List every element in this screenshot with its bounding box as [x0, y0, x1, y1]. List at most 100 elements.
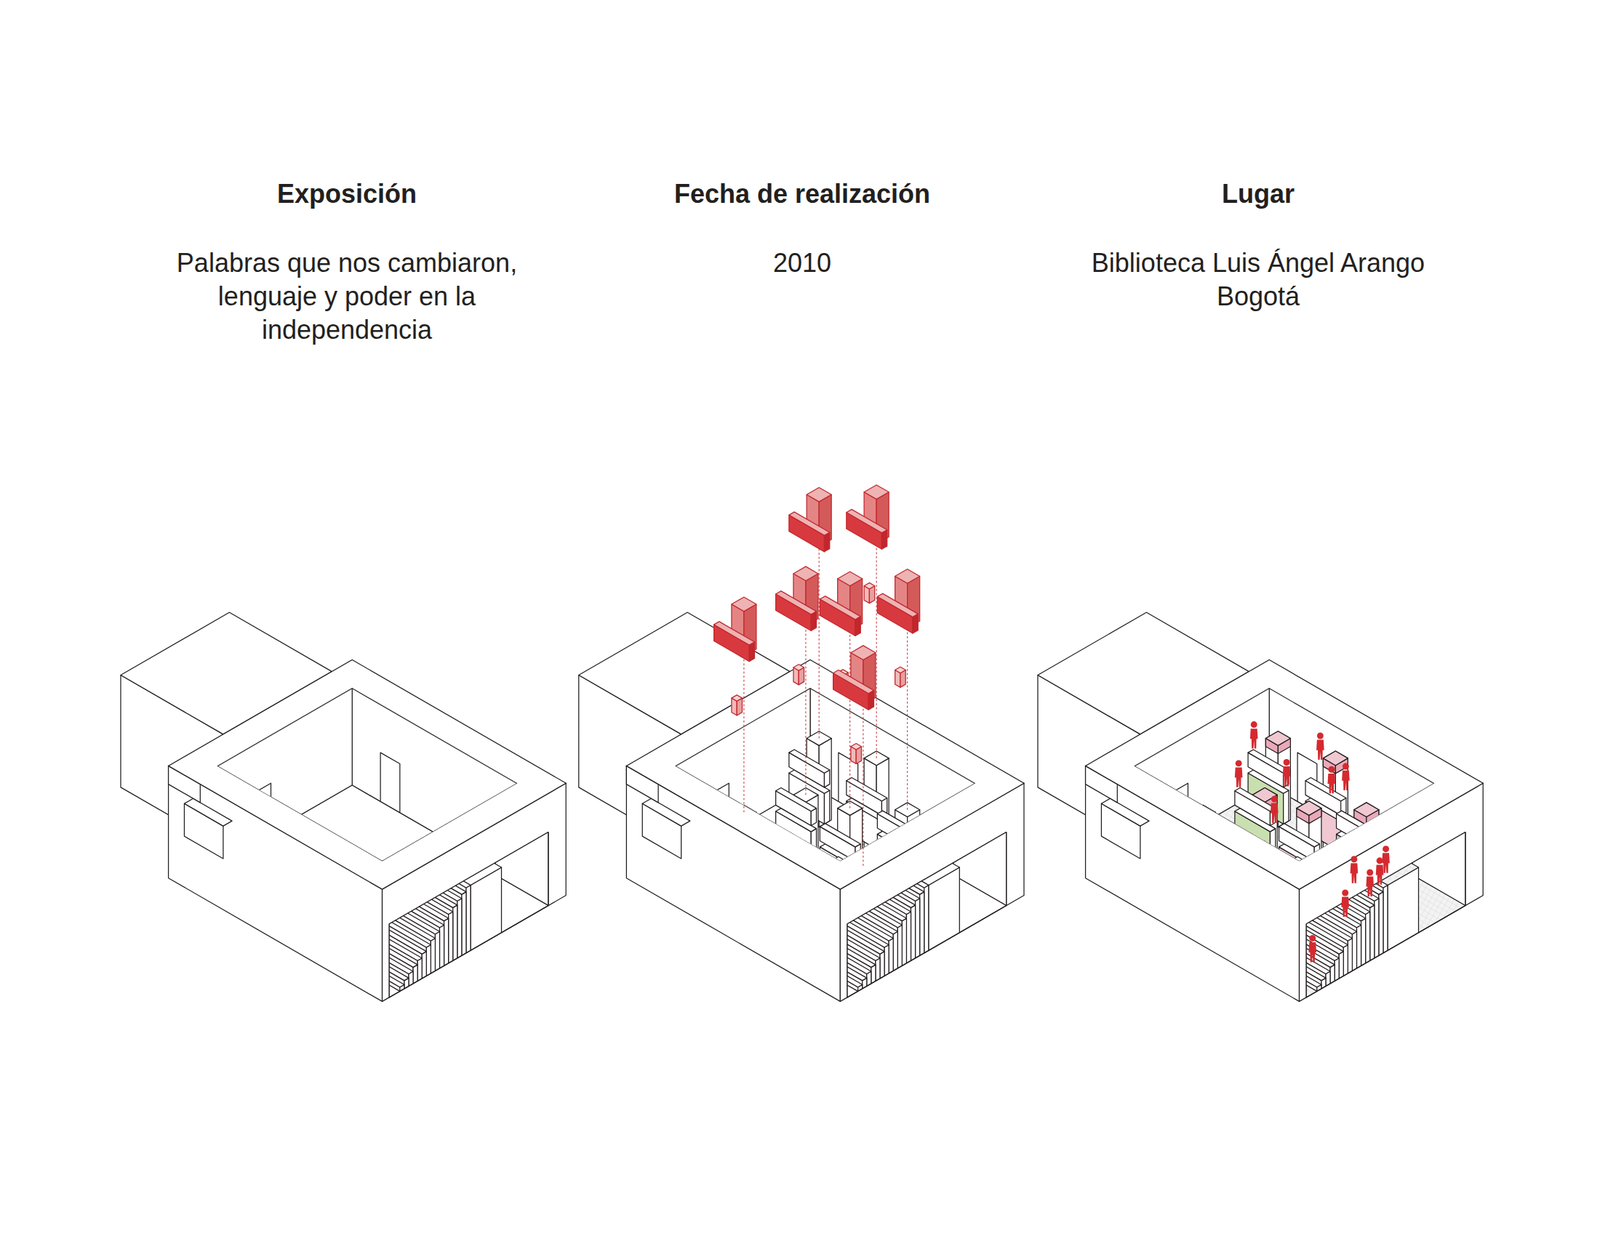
stair-step-face	[1334, 958, 1339, 982]
stair-step-face	[453, 905, 458, 961]
stair-step	[1277, 962, 1322, 992]
exhibit-column-top	[1309, 858, 1335, 874]
exhibit-cap	[1265, 731, 1291, 755]
stair-step-top	[1281, 955, 1326, 982]
building-axonometric	[1037, 612, 1483, 1002]
stair-step-face	[906, 912, 911, 964]
visitor-body	[1282, 766, 1291, 787]
exhibit-panel	[1292, 877, 1334, 931]
window-reveal	[642, 798, 691, 827]
exhibit-panel-face	[1173, 801, 1209, 837]
projection-line	[743, 649, 744, 813]
visitor-head	[1341, 890, 1349, 897]
exhibit-panel-top	[1336, 831, 1378, 855]
exhibit-panel-face	[1371, 831, 1377, 849]
exhibit-column-face	[850, 808, 863, 902]
exhibit-column	[850, 858, 876, 935]
visitor-figure	[1341, 763, 1350, 791]
exploded-panel-top	[714, 621, 755, 646]
stair-step-face	[1356, 925, 1361, 969]
exploded-panel	[846, 509, 888, 550]
column-heading: Lugar	[1061, 177, 1455, 211]
visitor-head	[1382, 845, 1390, 853]
stair-step-face	[421, 952, 427, 979]
exhibit-column-face	[850, 866, 864, 935]
exhibit-column-face	[1309, 866, 1323, 935]
doorway	[1168, 783, 1189, 844]
exhibit-column-face	[1309, 808, 1322, 902]
visitor-figure	[1308, 935, 1317, 963]
exhibit-panel-top	[819, 824, 861, 848]
stair-step-face	[888, 938, 894, 974]
visitor-body	[1327, 773, 1336, 794]
projection-line	[906, 621, 908, 810]
visitor-body	[1350, 863, 1359, 883]
stair-step-face	[461, 892, 467, 957]
stair-step-face	[897, 925, 902, 969]
exhibit-cap-top	[1265, 731, 1291, 747]
exhibit-cap	[1296, 801, 1322, 824]
projection-line	[849, 624, 851, 809]
exhibit-panel-top	[1292, 856, 1334, 880]
exhibit-panel-face	[877, 834, 913, 886]
exhibit-panel-top	[1234, 788, 1276, 812]
stair-step-face	[448, 912, 454, 964]
exhibit-cap-face	[1202, 812, 1216, 828]
exhibit-column-face	[1190, 812, 1203, 876]
stair-step	[360, 962, 405, 992]
exhibit-panel-top	[1173, 798, 1214, 822]
exhibit-panel	[877, 810, 918, 849]
visitor-figure	[1316, 733, 1325, 760]
doorway	[709, 783, 730, 844]
window-reveal	[184, 798, 232, 827]
exhibit-column	[731, 805, 757, 876]
exploded-panel	[714, 621, 755, 662]
exhibit-panel-face	[868, 897, 874, 931]
visitor-head	[1250, 721, 1258, 728]
exhibit-panel	[789, 749, 830, 788]
column-heading: Fecha de realización	[605, 177, 999, 211]
stair-step-face	[901, 918, 907, 966]
visitor-head	[1309, 935, 1316, 942]
exhibit-panel-face	[833, 880, 870, 931]
exhibit-panel-face	[1327, 897, 1333, 931]
exhibit-cap-top	[1309, 858, 1335, 874]
stair-step-face	[430, 938, 435, 974]
exhibit-panel-face	[1208, 818, 1214, 837]
roof-ring	[168, 660, 567, 891]
stair-step-top	[360, 962, 405, 988]
exploded-fragment-top	[731, 695, 743, 702]
roof-ring	[1085, 660, 1484, 891]
exploded-fragment-top	[793, 664, 805, 671]
stair-step-face	[880, 952, 885, 979]
exhibit-cap-face	[1190, 812, 1203, 828]
stair-step-face	[884, 945, 889, 977]
exhibit-column-face	[744, 812, 757, 876]
exhibit-panel-face	[868, 877, 874, 895]
visitor-body	[1341, 897, 1350, 918]
stair-step-face	[920, 892, 925, 957]
exploded-panel	[833, 670, 875, 711]
stair-step-face	[1347, 938, 1352, 974]
exhibit-panel	[1173, 798, 1214, 837]
exploded-column-top	[850, 645, 876, 661]
exhibit-column-face	[1202, 812, 1216, 876]
stair-step-top	[884, 862, 929, 888]
exhibit-panel	[1279, 824, 1320, 862]
exploded-pieces	[714, 485, 920, 867]
building-axonometric	[578, 485, 1024, 1002]
stair-step-top	[822, 955, 867, 982]
exhibit-panel-top	[833, 877, 875, 901]
stair-step-face	[1365, 912, 1371, 964]
visitor-figure	[1282, 759, 1291, 787]
courtyard	[1135, 688, 1435, 958]
exhibit-panel-face	[1173, 821, 1209, 873]
visitor-figure	[1250, 721, 1259, 749]
exhibit-panel-face	[749, 839, 755, 873]
exhibit-cap	[1190, 805, 1216, 828]
courtyard-wall	[810, 688, 975, 881]
exhibit-column	[1354, 802, 1379, 889]
exhibit-panel	[833, 877, 875, 931]
stair-step-top	[426, 862, 471, 888]
